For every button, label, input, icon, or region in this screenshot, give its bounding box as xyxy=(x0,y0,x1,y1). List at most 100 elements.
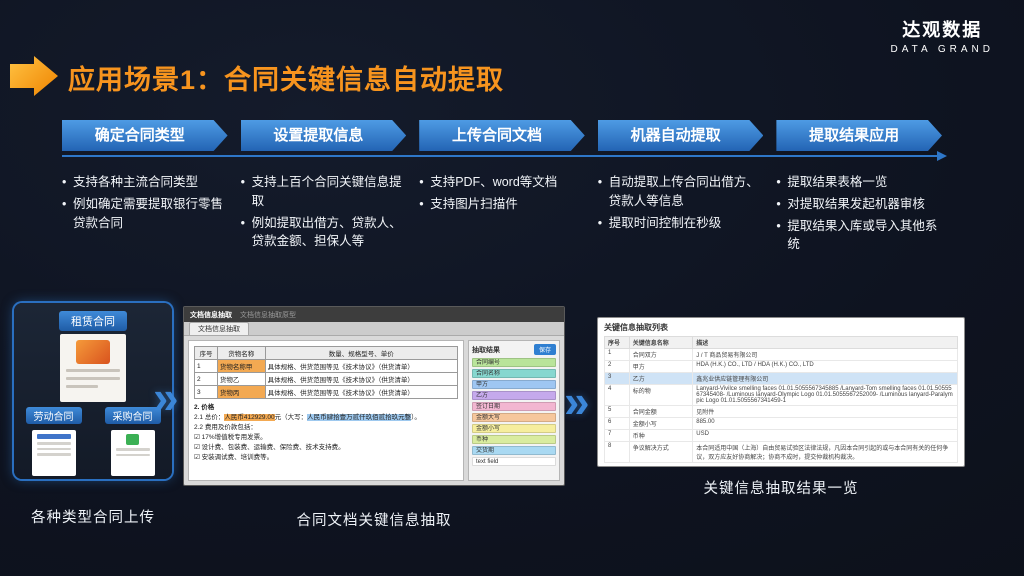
field-tag: 甲方 xyxy=(472,380,556,389)
doc-emblem-icon xyxy=(76,340,110,364)
doc-text-line xyxy=(66,385,99,388)
highlighted-cell: 货物丙 xyxy=(216,385,266,399)
field-tag: 金额小写 xyxy=(472,424,556,433)
result-table-panel: 关键信息抽取列表 序号 关键信息名称 描述 1 合同双方 J / T 商品贸易有… xyxy=(597,317,965,467)
contract-upload-panel: 租赁合同 劳动合同 采购合同 xyxy=(14,303,172,479)
table-row-highlighted: 3 乙方 鑫兆业供应链管理有限公司 xyxy=(604,372,958,385)
flow-arrow-line xyxy=(62,151,947,161)
field-tag: 签订日期 xyxy=(472,402,556,411)
extraction-result-pane: 抽取结果 保存 合同编号 合同名称 甲方 乙方 签订日期 金额大写 金额小写 币… xyxy=(468,340,560,481)
table-row: 5 合同金额 见附件 xyxy=(604,405,958,418)
labor-contract-cell: 劳动合同 xyxy=(25,407,82,476)
step-bullets: 提取结果表格一览 对提取结果发起机器审核 提取结果入库或导入其他系统 xyxy=(776,173,942,254)
bullet-item: 例如提取出借方、贷款人、贷款金额、担保人等 xyxy=(241,214,407,252)
step-bullets: 支持各种主流合同类型 例如确定需要提取银行零售贷款合同 xyxy=(62,173,228,232)
flow-chevron-icon: » xyxy=(564,375,590,427)
bullet-item: 提取结果入库或导入其他系统 xyxy=(776,217,942,255)
step-bullets: 支持上百个合同关键信息提取 例如提取出借方、贷款人、贷款金额、担保人等 xyxy=(241,173,407,251)
clause-check: ☑ 设计费、包装费、运输费、保险费、技术支持费。 xyxy=(194,444,345,452)
highlighted-cell: 货物名称甲 xyxy=(216,359,266,373)
clause-check: ☑ 安装调试费、培训费等。 xyxy=(194,454,274,462)
col-header: 描述 xyxy=(692,336,958,349)
table-row: 1 合同双方 J / T 商品贸易有限公司 xyxy=(604,348,958,361)
table-row: 4 标的物 Lanyard-Vivilce smelling faces 01.… xyxy=(604,384,958,406)
labor-contract-thumb xyxy=(31,430,76,476)
window-title: 文档信息抽取 xyxy=(190,311,232,319)
contract-thumb-row: 劳动合同 采购合同 xyxy=(14,407,172,476)
caption-result: 关键信息抽取结果一览 xyxy=(703,481,859,497)
step-bullets: 自动提取上传合同出借方、贷款人等信息 提取时间控制在秒级 xyxy=(598,173,764,232)
goods-table: 序号 货物名称 数量、规格型号、单价 1 货物名称甲 具体规格、供货范围等见《技… xyxy=(194,346,459,399)
key-info-table: 序号 关键信息名称 描述 1 合同双方 J / T 商品贸易有限公司 2 甲方 … xyxy=(604,336,958,463)
result-table-title: 关键信息抽取列表 xyxy=(604,323,668,332)
step-banner: 提取结果应用 xyxy=(776,120,942,151)
highlighted-amount-words: 人民币肆拾壹万贰仟玖佰贰拾玖元整 xyxy=(307,414,412,422)
clause-price: 2.1 总价：人民币412929.00元（大写：人民币肆拾壹万贰仟玖佰贰拾玖元整… xyxy=(194,414,421,422)
title-arrow-icon xyxy=(10,56,58,96)
step-2: 设置提取信息 支持上百个合同关键信息提取 例如提取出借方、贷款人、贷款金额、担保… xyxy=(240,120,407,257)
bullet-item: 对提取结果发起机器审核 xyxy=(776,195,942,214)
extraction-window: 文档信息抽取 文档信息抽取原型 文档信息抽取 序号 货物名称 数量、规格型号、单… xyxy=(183,306,565,486)
window-titlebar: 文档信息抽取 文档信息抽取原型 xyxy=(184,307,564,322)
step-3: 上传合同文档 支持PDF、word等文档 支持图片扫描件 xyxy=(419,120,585,257)
step-banner: 上传合同文档 xyxy=(419,120,585,151)
field-tag: 金额大写 xyxy=(472,413,556,422)
field-tag: 合同编号 xyxy=(472,358,556,367)
table-row: 3 货物丙 具体规格、供货范围等见《技术协议》（供货清单） xyxy=(194,385,459,399)
field-tag: text field xyxy=(472,457,556,466)
table-row: 7 币种 USD xyxy=(604,429,958,442)
table-row: 1 货物名称甲 具体规格、供货范围等见《技术协议》（供货清单） xyxy=(194,359,459,373)
contract-type-tag-purchase: 采购合同 xyxy=(104,407,161,424)
bullet-item: 提取时间控制在秒级 xyxy=(598,214,764,233)
step-1: 确定合同类型 支持各种主流合同类型 例如确定需要提取银行零售贷款合同 xyxy=(62,120,228,257)
window-subtitle: 文档信息抽取原型 xyxy=(240,311,296,319)
logo: 达观数据 DATA GRAND xyxy=(890,16,994,55)
doc-text-line xyxy=(66,377,120,380)
step-banner: 机器自动提取 xyxy=(598,120,764,151)
doc-header-bar xyxy=(36,434,71,439)
bullet-item: 提取结果表格一览 xyxy=(776,173,942,192)
contract-type-tag-labor: 劳动合同 xyxy=(25,407,82,424)
field-tag: 币种 xyxy=(472,435,556,444)
window-toolbar: 文档信息抽取 xyxy=(184,322,564,336)
logo-name: 达观数据 xyxy=(902,20,983,40)
col-header: 序号 xyxy=(604,336,630,349)
field-tag: 合同名称 xyxy=(472,369,556,378)
window-body: 序号 货物名称 数量、规格型号、单价 1 货物名称甲 具体规格、供货范围等见《技… xyxy=(184,336,564,485)
flow-chevron-icon: » xyxy=(153,371,179,423)
doc-text-line xyxy=(36,453,71,456)
step-banner: 确定合同类型 xyxy=(62,120,228,151)
save-button: 保存 xyxy=(533,344,556,355)
table-row: 8 争议解决方式 本合同适用中国（上海）自由贸易试验区法律法规，凡因本合同引起的… xyxy=(604,441,958,463)
bullet-item: 支持图片扫描件 xyxy=(419,195,585,214)
clause-check: ☑ 17%增值税专用发票。 xyxy=(194,434,267,442)
doc-text-line xyxy=(36,447,71,450)
lease-contract-image xyxy=(60,334,126,402)
result-pane-header: 抽取结果 保存 xyxy=(472,344,556,355)
contract-type-tag-lease: 租赁合同 xyxy=(59,311,127,331)
field-tag: 交货期 xyxy=(472,446,556,455)
step-banner: 设置提取信息 xyxy=(241,120,407,151)
contract-clauses: 2. 价格 2.1 总价：人民币412929.00元（大写：人民币肆拾壹万贰仟玖… xyxy=(194,403,458,463)
doc-text-line xyxy=(115,453,150,456)
field-tag: 乙方 xyxy=(472,391,556,400)
extraction-tab: 文档信息抽取 xyxy=(189,322,249,335)
doc-stamp-icon xyxy=(126,434,139,445)
step-4: 机器自动提取 自动提取上传合同出借方、贷款人等信息 提取时间控制在秒级 xyxy=(597,120,764,257)
doc-text-line xyxy=(115,448,150,451)
caption-extract: 合同文档关键信息抽取 xyxy=(296,513,452,529)
col-header: 序号 xyxy=(194,346,218,360)
step-bullets: 支持PDF、word等文档 支持图片扫描件 xyxy=(419,173,585,214)
col-header: 数量、规格型号、单价 xyxy=(264,346,459,360)
caption-upload: 各种类型合同上传 xyxy=(31,510,155,526)
table-row: 2 货物乙 具体规格、供货范围等见《技术协议》（供货清单） xyxy=(194,372,459,386)
purchase-contract-thumb xyxy=(110,430,155,476)
purchase-contract-cell: 采购合同 xyxy=(104,407,161,476)
bullet-item: 自动提取上传合同出借方、贷款人等信息 xyxy=(598,173,764,211)
step-5: 提取结果应用 提取结果表格一览 对提取结果发起机器审核 提取结果入库或导入其他系… xyxy=(776,120,942,257)
result-pane-title: 抽取结果 xyxy=(472,346,500,354)
doc-text-line xyxy=(36,442,71,445)
table-row: 6 金额小写 885.00 xyxy=(604,417,958,430)
doc-text-line xyxy=(66,369,120,372)
